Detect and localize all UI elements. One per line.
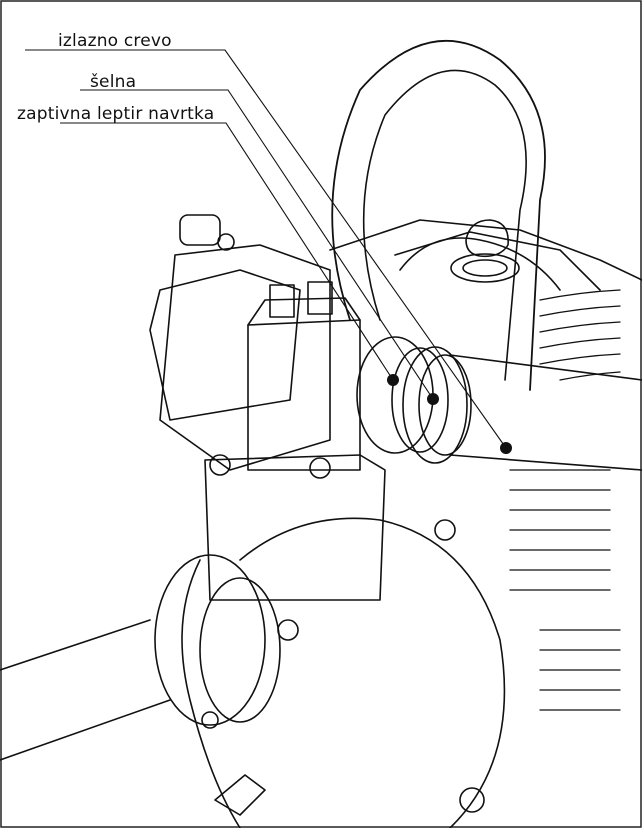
drain-wing-nut [214,774,266,816]
callout-dots [387,374,512,454]
carry-handle [331,39,546,391]
leader-lines [25,49,507,449]
bolt-icon [309,457,331,479]
bolt-icon [459,787,485,813]
fuel-cap-icon [465,219,509,258]
leader-wing-nut [60,122,394,381]
callout-hose-clamp: šelna [90,72,137,92]
wing-nut-tab-right [307,281,333,315]
side-cover [159,244,331,471]
bolt-icon [201,711,219,729]
callout-wing-nut: zaptivna leptir navrtka [17,104,215,124]
bolt-icon [209,454,231,476]
dot-hose-clamp [427,393,439,405]
callout-outlet-hose: izlazno crevo [58,31,172,51]
knob-icon [217,233,235,251]
dot-outlet-hose [500,442,512,454]
bolt-icon [277,619,299,641]
cooling-fins [509,289,621,711]
wing-nut-tab-left [269,284,295,318]
leader-outlet-hose [25,49,507,449]
pump-volute [239,517,506,828]
inlet-coupling [154,554,266,726]
bolt-icon [434,519,456,541]
leader-hose-clamp [80,89,434,400]
outlet-housing [247,319,361,471]
dot-wing-nut [387,374,399,386]
pump-body-outlines [0,39,642,828]
